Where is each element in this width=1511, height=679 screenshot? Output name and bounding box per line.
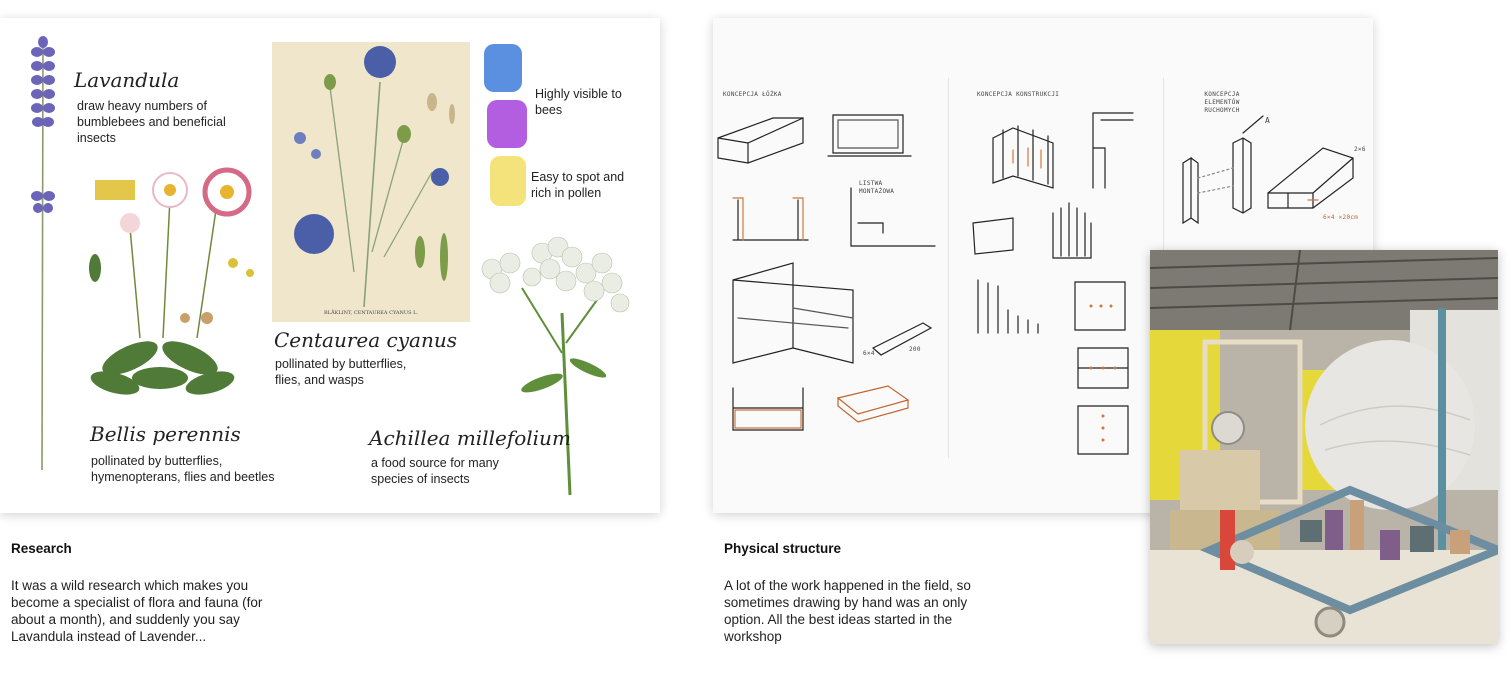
structure-body: A lot of the work happened in the field,… xyxy=(724,578,971,644)
sketch-label-structure: KONCEPCJA KONSTRUKCJI xyxy=(977,91,1060,98)
sketch-label-moving: KONCEPCJA ELEMENTÓW RUCHOMYCH xyxy=(1204,91,1240,114)
sketch-label-200: 200 xyxy=(909,346,921,353)
species-desc-lavandula: draw heavy numbers of bumblebees and ben… xyxy=(77,99,226,145)
species-name-lavandula: Lavandula xyxy=(74,68,180,92)
species-name-bellis: Bellis perennis xyxy=(90,422,241,446)
research-board: Lavandula draw heavy numbers of bumblebe… xyxy=(0,18,660,513)
centaurea-plate: BLÅKLINT, CENTAUREA CYANUS L. xyxy=(272,42,470,322)
research-body: It was a wild research which makes you b… xyxy=(11,578,263,644)
species-name-achillea: Achillea millefolium xyxy=(369,426,571,450)
species-name-centaurea: Centaurea cyanus xyxy=(274,328,457,352)
sketch-label-2x6: 2×6 xyxy=(1354,146,1366,153)
sketch-label-6x4: 6×4 xyxy=(863,350,875,357)
swatch-purple xyxy=(487,100,527,148)
daisy-illustration xyxy=(89,167,254,395)
swatch-label-pollen: Easy to spot and rich in pollen xyxy=(531,170,625,200)
sketch-label-rail: LISTWA MONTAŻOWA xyxy=(859,180,895,195)
sketch-label-6x4-20cm: 6×4 ×20cm xyxy=(1323,214,1359,221)
sketch-label-a: A xyxy=(1265,116,1271,125)
lavender-illustration xyxy=(31,36,55,471)
research-title: Research xyxy=(11,541,72,556)
species-desc-achillea: a food source for many species of insect… xyxy=(371,456,499,486)
divider-line xyxy=(948,78,949,458)
cornflower-illustration xyxy=(294,46,455,308)
plate-caption: BLÅKLINT, CENTAUREA CYANUS L. xyxy=(323,310,418,316)
sketch-label-bed: KONCEPCJA ŁÓŻKA xyxy=(723,91,782,98)
hand-drawn-sketches xyxy=(717,112,1354,455)
species-desc-centaurea: pollinated by butterflies, flies, and wa… xyxy=(275,357,407,387)
workshop-photo xyxy=(1150,250,1498,644)
swatch-yellow xyxy=(490,156,526,206)
swatch-label-visible: Highly visible to bees xyxy=(535,87,622,117)
workshop-scene xyxy=(1150,250,1498,644)
swatch-blue xyxy=(484,44,522,92)
structure-title: Physical structure xyxy=(724,541,842,556)
species-desc-bellis: pollinated by butterflies, hymenopterans… xyxy=(91,454,275,484)
yarrow-illustration xyxy=(481,236,630,496)
